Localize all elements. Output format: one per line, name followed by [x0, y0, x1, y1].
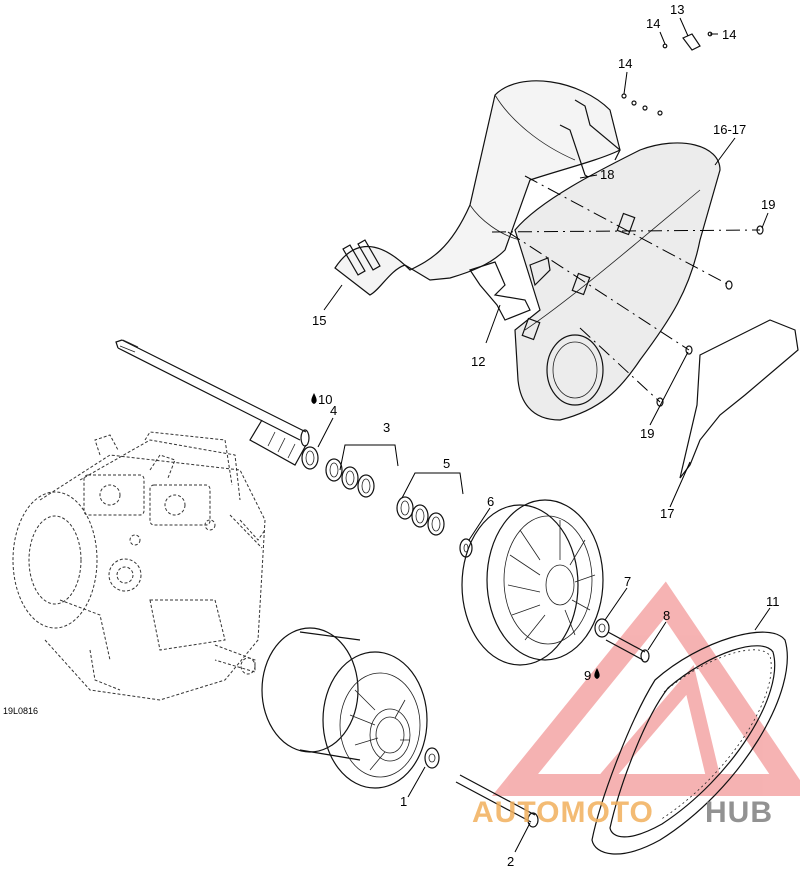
- oil-drop-icon: [594, 668, 600, 679]
- fasteners-14: [621, 93, 663, 116]
- watermark-text-hub: HUB: [705, 796, 773, 829]
- driven-pulley: [461, 499, 604, 666]
- callout-11: 11: [766, 594, 780, 609]
- drive-pulley: [261, 627, 428, 789]
- callout-18: 18: [600, 167, 614, 182]
- callout-9: 9: [584, 668, 591, 683]
- callout-13: 13: [670, 2, 684, 17]
- engine-assembly: [12, 431, 266, 701]
- callout-labels: 1 2 3 4 5 6 7 8 9 10 11 12 13 14 14 14 1…: [3, 2, 780, 869]
- callout-8: 8: [663, 608, 670, 623]
- drive-belt: [591, 631, 788, 855]
- bracket-12: [469, 257, 551, 321]
- washer-7: [594, 618, 610, 638]
- callout-3: 3: [383, 420, 390, 435]
- callout-5: 5: [443, 456, 450, 471]
- watermark-text: AUTOMOTO HUB: [472, 796, 773, 829]
- callout-14-c: 14: [618, 56, 632, 71]
- spacer-ring: [301, 446, 319, 470]
- watermark-logo: [491, 581, 800, 796]
- callout-14-b: 14: [722, 27, 736, 42]
- callout-6: 6: [487, 494, 494, 509]
- callout-17: 17: [660, 506, 674, 521]
- oil-drop-icon: [311, 393, 317, 404]
- bolt-2: [455, 774, 539, 828]
- callout-4: 4: [330, 403, 337, 418]
- callout-2: 2: [507, 854, 514, 869]
- leader-lines: [317, 17, 771, 853]
- bolt-8: [605, 631, 650, 663]
- watermark-text-automoto: AUTOMOTO: [472, 796, 654, 829]
- callout-19-b: 19: [640, 426, 654, 441]
- callout-19-a: 19: [761, 197, 775, 212]
- washer-set-3: [325, 458, 375, 498]
- callout-7: 7: [624, 574, 631, 589]
- callout-10: 10: [318, 392, 332, 407]
- callout-12: 12: [471, 354, 485, 369]
- figure-reference-code: 19L0816: [3, 706, 38, 716]
- side-cover-17: [679, 319, 799, 479]
- belt-guard-inner: [514, 142, 721, 421]
- assembly-lines: [491, 175, 761, 403]
- callout-16-17: 16-17: [713, 122, 746, 137]
- callout-14-a: 14: [646, 16, 660, 31]
- washer-set-5: [396, 496, 445, 536]
- drive-shaft: [115, 339, 310, 466]
- callout-1: 1: [400, 794, 407, 809]
- washer-1: [424, 747, 440, 769]
- callout-15: 15: [312, 313, 326, 328]
